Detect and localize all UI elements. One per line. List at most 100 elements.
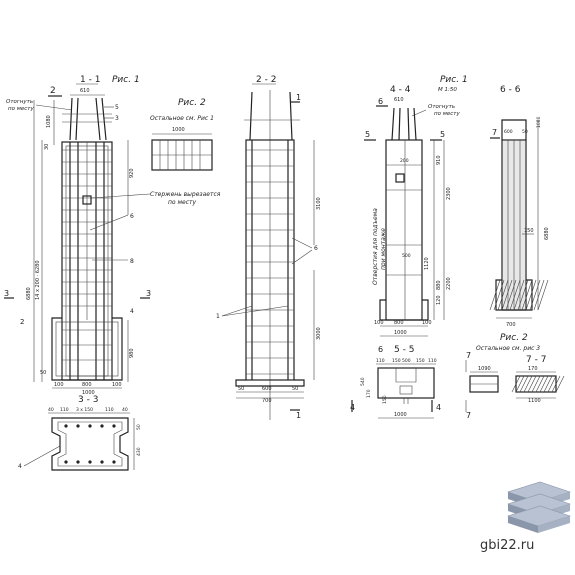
hatch-line [551,375,561,393]
section-mark-7-a: 7 [466,351,471,360]
view-6-6: 6 - 6 7 600 50 1080 150 6880 700 [489,85,550,328]
brand-logo-icon [507,481,571,533]
dim-50-22r: 50 [292,386,298,392]
callout-6: 6 [130,213,134,220]
hatch-line [533,279,545,311]
dim-600: 600 [262,386,272,392]
section-mark-1-top: 1 [296,93,301,102]
dim-170-77: 170 [528,366,538,372]
fig2b-detail: Рис. 2 Остальное см. рис 3 7 1090 7 7 - … [465,333,565,420]
dim-610: 610 [80,88,90,94]
section-label-4-4: 4 - 4 [390,85,411,95]
dim-50-left: 50 [40,370,46,376]
dim-1000-fig2: 1000 [172,127,185,133]
hatch-line [539,375,549,393]
hatch-line [513,279,525,311]
note-hole2: при монтаже [380,228,387,270]
section-label-6-6: 6 - 6 [500,85,521,95]
dim-540: 540 [360,377,366,386]
dim-150-55b: 150 [416,358,425,364]
view-1-1: 1 - 1 Рис. 1 610 2 Отогнуть по месту 5 3… [4,75,151,396]
section-mark-3-left: 3 [4,289,9,298]
note-hole: Отверстия для подъема [372,208,379,285]
dim-880: 880 [436,280,442,290]
callout-3: 3 [115,115,119,122]
dim-50-66: 50 [522,129,528,135]
hatch-line [527,375,537,393]
dim-3x150: 3 x 150 [76,407,93,413]
callout-1-22: 1 [216,313,220,320]
dim-800: 800 [82,382,92,388]
figure-label-fig1: Рис. 1 [112,75,140,85]
dim-110-55b: 110 [428,358,437,364]
dim-100-44l: 100 [374,320,384,326]
hatch-line [523,375,533,393]
note-cut-44b: по месту [434,111,460,117]
stirrups-1-1 [62,149,112,307]
hatch-line [517,279,529,311]
hatch-line [531,375,541,393]
dim-40: 40 [48,407,54,413]
figure-label-fig1b: Рис. 1 [440,75,468,85]
dim-600-66: 600 [504,129,513,135]
dim-30: 30 [44,144,50,150]
dim-1100: 1100 [528,398,541,404]
dim-100-right: 100 [112,382,122,388]
hatch-line [547,375,557,393]
dim-1090: 1090 [478,366,491,372]
fig2-detail: Рис. 2 Остальное см. Рис 1 1000 Стержень… [90,98,221,206]
hatch-line [497,279,509,311]
hatch-line [535,375,545,393]
dim-150-66: 150 [524,228,534,234]
dim-120: 120 [436,295,442,305]
section-mark-4-right: 4 [436,403,441,412]
hatch-line [525,279,537,311]
dim-1000-44: 1000 [394,330,407,336]
fig2b-note: Остальное см. рис 3 [476,345,540,352]
dim-1000-55: 1000 [394,412,407,418]
dim-6280: 14 x 200 · 6280 [35,260,41,300]
callout-4-33: 4 [18,463,22,470]
section-label-7-7: 7 - 7 [526,355,546,365]
callout-8: 8 [130,258,134,265]
scale-label: М 1:50 [438,87,457,93]
view-5-5: 6 5 - 5 110 150 500 150 110 540 170 150 … [350,345,441,419]
hatch-line [529,279,541,311]
hatch-line [555,375,565,393]
callout-4: 4 [130,308,134,315]
view-3-3: 3 - 3 40 110 3 x 150 110 40 50 430 4 [18,395,142,471]
dim-1080-66: 1080 [536,116,542,128]
dim-110-55: 110 [376,358,385,364]
hatch-line [543,375,553,393]
callout-5: 5 [115,104,119,111]
section-label-3-3: 3 - 3 [78,395,98,405]
note-rod-cut: Стержень вырезается [150,191,221,198]
callout-6-22: 6 [314,245,318,252]
dim-500-44: 500 [402,253,411,259]
hatch-line [509,279,521,311]
dim-100-left: 100 [54,382,64,388]
figure-label-fig2b: Рис. 2 [500,333,528,343]
dim-110: 110 [60,407,69,413]
hatch-line [505,279,517,311]
dim-430: 430 [136,447,142,456]
dim-3100: 3100 [316,197,322,210]
dim-910: 910 [436,155,442,165]
dim-150-55: 150 [392,358,401,364]
dim-2200: 2200 [446,277,452,290]
dim-2300: 2300 [446,187,452,200]
hatch-line [521,279,533,311]
note-cut-local: Отогнуть [6,99,33,105]
figure-label-fig2: Рис. 2 [178,98,206,108]
dim-1080: 1080 [46,115,52,128]
section-mark-2-low: 2 [20,318,24,326]
hatch-line [515,375,525,393]
section-mark-5-left: 5 [365,130,370,139]
dim-1000: 1000 [82,390,95,396]
dim-800-44: 800 [394,320,404,326]
dim-50-33: 50 [136,424,142,430]
section-label-5-5: 5 - 5 [394,345,414,355]
section-mark-1-bot: 1 [296,411,301,420]
dim-200-44: 200 [400,158,409,164]
dim-6880: 6880 [26,287,32,300]
